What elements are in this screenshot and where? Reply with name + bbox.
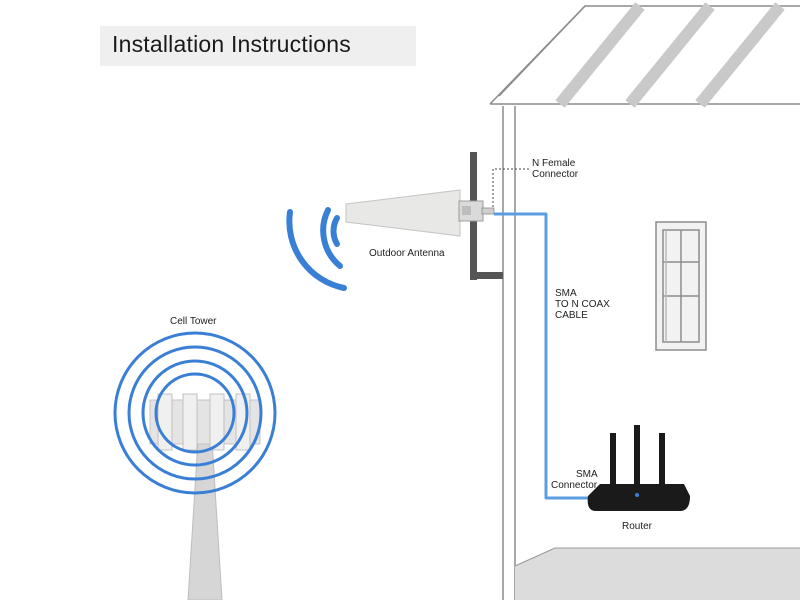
cell-tower — [149, 393, 261, 600]
cable-label-line3: CABLE — [555, 310, 588, 321]
n-female-label-line1: N Female — [532, 158, 576, 169]
sma-connector-label: SMA — [576, 469, 598, 480]
cable-label-line2: TO N COAX — [555, 299, 610, 310]
antenna-signal-waves — [286, 207, 347, 291]
cable-label-line1: SMA — [555, 288, 577, 299]
cell-tower-label: Cell Tower — [170, 316, 217, 327]
page-title: Installation Instructions — [112, 31, 351, 57]
outdoor-antenna — [345, 189, 495, 237]
coax-cable — [494, 212, 590, 500]
n-female-callout-line — [492, 168, 530, 207]
n-female-label-line2: Connector — [532, 169, 579, 180]
sma-connector-label-2: Connector — [551, 480, 597, 491]
n-female-connector-label: N Female Connector — [532, 158, 578, 180]
sma-label-line2: Connector — [551, 480, 598, 491]
tower-signal-rings — [113, 331, 277, 495]
outdoor-antenna-label: Outdoor Antenna — [369, 248, 445, 259]
title-banner: Installation Instructions — [100, 26, 416, 66]
house-roof — [489, 2, 800, 108]
router — [587, 425, 690, 511]
house-window — [655, 221, 707, 351]
sma-label-line1: SMA — [576, 469, 598, 480]
house-floor — [514, 547, 800, 600]
router-label: Router — [622, 521, 653, 532]
house-wall — [502, 106, 516, 600]
cable-label: SMA TO N COAX CABLE — [555, 288, 610, 321]
